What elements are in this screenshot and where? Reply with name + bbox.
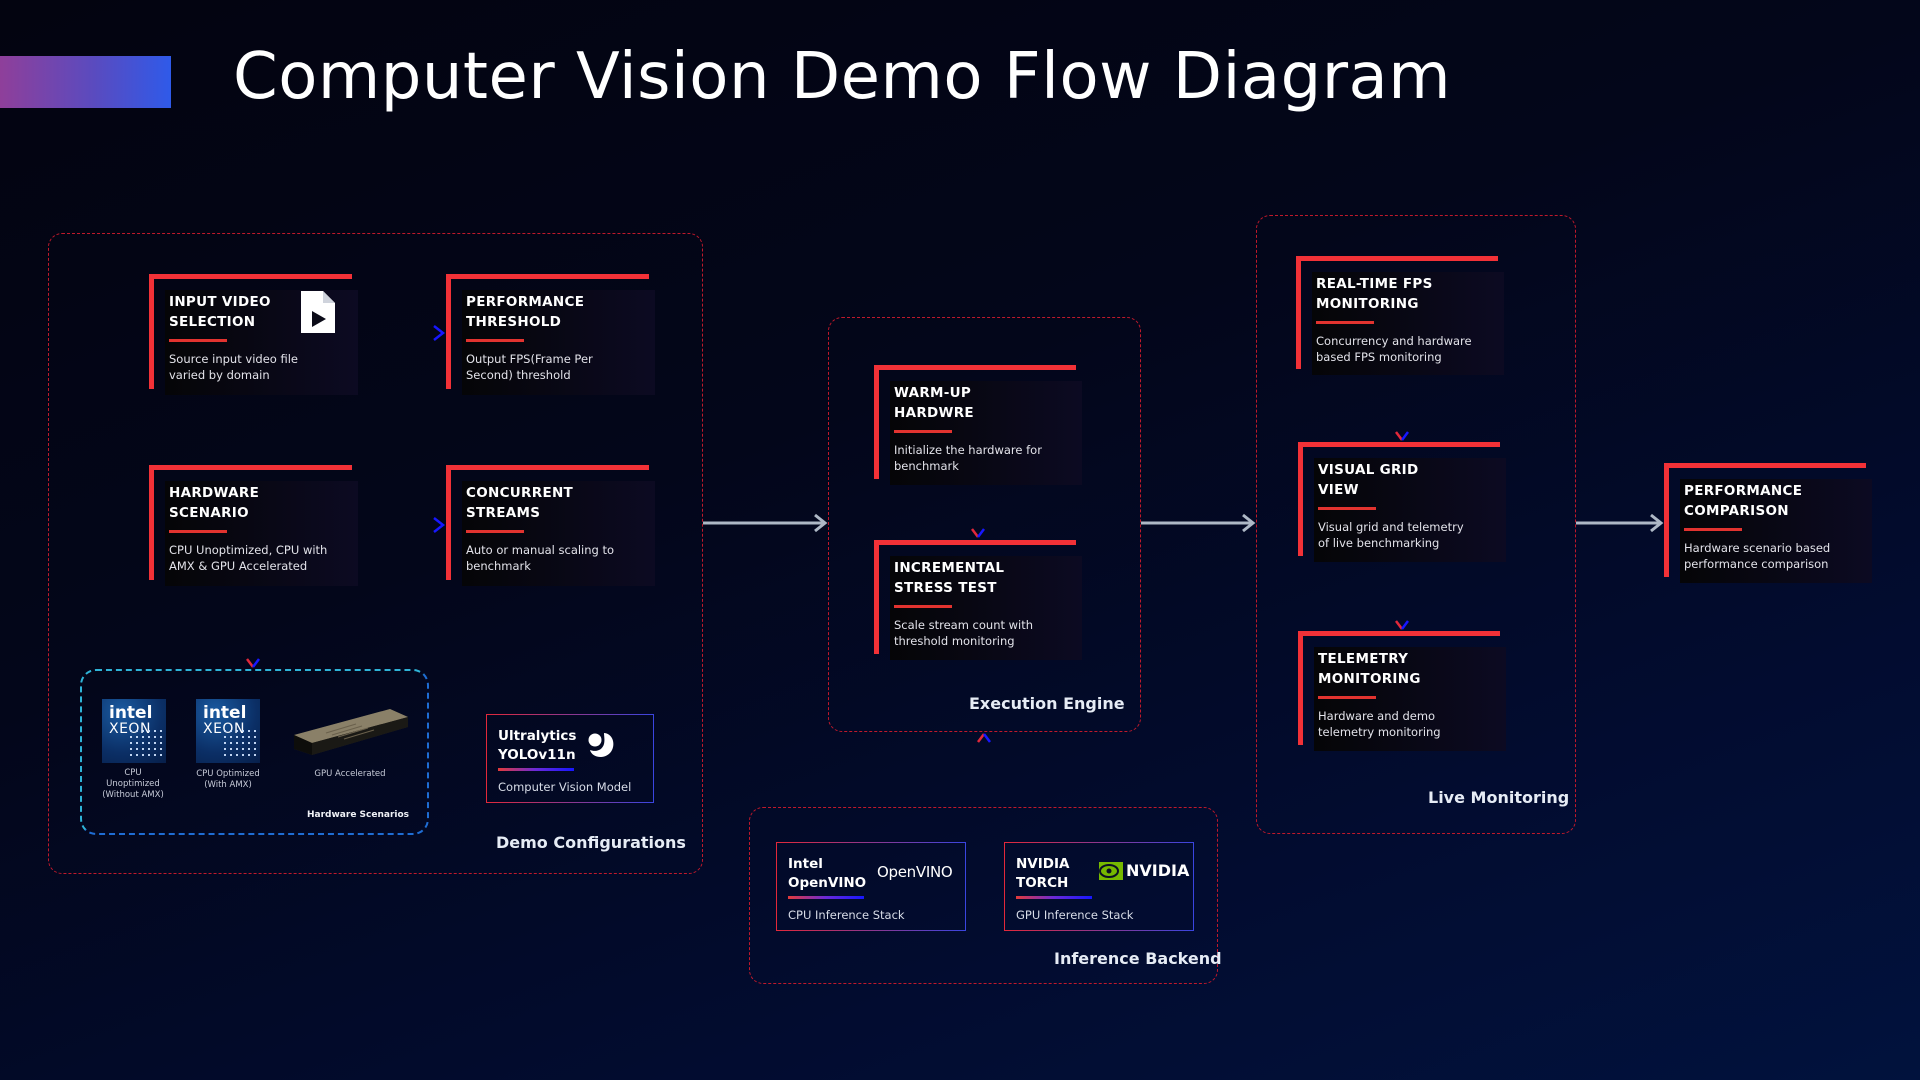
title-accent-bar [0, 56, 171, 108]
card-underline [1318, 507, 1376, 510]
card-title: INCREMENTAL STRESS TEST [894, 560, 1005, 596]
stack-box-intel-openvino[interactable]: Intel OpenVINO OpenVINO CPU Inference St… [776, 842, 966, 931]
model-box-yolo[interactable]: Ultralytics YOLOv11n Computer Vision Mod… [486, 714, 654, 803]
intel-xeon-logo-optimized: intel XEON [196, 699, 260, 763]
intel-xeon-logo-unoptimized: intel XEON [102, 699, 166, 763]
card-underline [894, 605, 952, 608]
page-title: Computer Vision Demo Flow Diagram [233, 40, 1452, 114]
group-live-monitoring [1256, 215, 1576, 834]
stack-title: Intel OpenVINO [788, 856, 867, 891]
card-underline [169, 339, 227, 342]
group-label-demo-configurations: Demo Configurations [496, 833, 686, 852]
card-description: CPU Unoptimized, CPU with AMX & GPU Acce… [169, 543, 328, 573]
card-underline [1316, 321, 1374, 324]
hardware-caption-cpu-optimized: CPU Optimized (With AMX) [196, 769, 260, 790]
stack-subtitle: CPU Inference Stack [788, 908, 905, 922]
card-description: Hardware scenario based performance comp… [1684, 541, 1831, 571]
card-title: PERFORMANCE THRESHOLD [466, 294, 585, 330]
card-incremental-stress-test[interactable]: INCREMENTAL STRESS TEST Scale stream cou… [874, 540, 1082, 660]
arrow-grid-to-telemetry [1395, 562, 1409, 630]
arrow-engine-to-monitoring [1141, 513, 1256, 533]
card-title: PERFORMANCE COMPARISON [1684, 483, 1803, 519]
card-description: Auto or manual scaling to benchmark [466, 543, 615, 573]
group-label-live-monitoring: Live Monitoring [1428, 788, 1570, 807]
card-underline [894, 430, 952, 433]
arrow-fps-to-grid [1395, 374, 1409, 441]
hardware-caption-gpu-accelerated: GPU Accelerated [314, 769, 386, 779]
group-inference-backend [749, 807, 1218, 984]
stack-subtitle: GPU Inference Stack [1016, 908, 1134, 922]
arrow-config-to-engine [703, 513, 828, 533]
gpu-card-image [294, 709, 408, 755]
model-underline [498, 768, 574, 771]
card-real-time-fps-monitoring[interactable]: REAL-TIME FPS MONITORING Concurrency and… [1296, 256, 1504, 375]
card-title: HARDWARE SCENARIO [169, 485, 260, 521]
arrow-hardware-to-streams [360, 517, 446, 533]
card-underline [1684, 528, 1742, 531]
card-title: CONCURRENT STREAMS [466, 485, 574, 521]
card-performance-comparison[interactable]: PERFORMANCE COMPARISON Hardware scenario… [1664, 463, 1872, 583]
ultralytics-logo-icon [588, 733, 614, 757]
video-file-icon [301, 291, 335, 333]
card-underline [1318, 696, 1376, 699]
card-telemetry-monitoring[interactable]: TELEMETRY MONITORING Hardware and demo t… [1298, 631, 1506, 751]
stack-underline [788, 896, 864, 899]
group-label-inference-backend: Inference Backend [1054, 949, 1222, 968]
card-hardware-scenario[interactable]: HARDWARE SCENARIO CPU Unoptimized, CPU w… [149, 465, 358, 586]
arrow-backend-to-engine [977, 733, 991, 806]
hardware-scenarios-label: Hardware Scenarios [307, 810, 410, 820]
openvino-logo: OpenVINO [877, 863, 953, 881]
group-label-execution-engine: Execution Engine [969, 694, 1125, 713]
card-title: INPUT VIDEO SELECTION [169, 294, 271, 330]
stack-title: NVIDIA TORCH [1016, 856, 1070, 891]
nvidia-eye-icon [1099, 862, 1123, 880]
card-underline [466, 339, 524, 342]
model-title: Ultralytics YOLOv11n [498, 728, 577, 763]
arrow-hardware-to-scenarios [246, 585, 260, 668]
card-warm-up-hardware[interactable]: WARM-UP HARDWRE Initialize the hardware … [874, 365, 1082, 485]
arrow-warmup-to-stress [971, 487, 985, 538]
card-performance-threshold[interactable]: PERFORMANCE THRESHOLD Output FPS(Frame P… [446, 274, 655, 395]
nvidia-logo: NVIDIA [1126, 861, 1190, 880]
arrow-monitoring-to-comparison [1576, 513, 1664, 533]
card-description: Concurrency and hardware based FPS monit… [1316, 334, 1472, 364]
card-title: VISUAL GRID VIEW [1318, 462, 1419, 498]
card-concurrent-streams[interactable]: CONCURRENT STREAMS Auto or manual scalin… [446, 465, 655, 586]
card-description: Hardware and demo telemetry monitoring [1318, 709, 1441, 739]
card-description: Source input video file varied by domain [169, 352, 298, 382]
card-title: REAL-TIME FPS MONITORING [1316, 276, 1433, 312]
card-visual-grid-view[interactable]: VISUAL GRID VIEW Visual grid and telemet… [1298, 442, 1506, 562]
card-description: Output FPS(Frame Per Second) threshold [466, 352, 593, 382]
arrow-input-to-threshold [360, 325, 446, 341]
hardware-scenarios-box: intel XEON CPU Unoptimized (Without AMX)… [80, 669, 429, 835]
card-title: WARM-UP HARDWRE [894, 385, 974, 421]
group-execution-engine [828, 317, 1141, 732]
stack-underline [1016, 896, 1092, 899]
card-input-video-selection[interactable]: INPUT VIDEO SELECTION Source input video… [149, 274, 358, 395]
card-description: Visual grid and telemetry of live benchm… [1318, 520, 1464, 550]
model-subtitle: Computer Vision Model [498, 780, 632, 794]
card-underline [466, 530, 524, 533]
card-description: Scale stream count with threshold monito… [894, 618, 1034, 648]
stack-box-nvidia-torch[interactable]: NVIDIA TORCH NVIDIA GPU Inference Stack [1004, 842, 1194, 931]
hardware-caption-cpu-unoptimized: CPU Unoptimized (Without AMX) [102, 768, 164, 800]
group-demo-configurations [48, 233, 703, 874]
card-title: TELEMETRY MONITORING [1318, 651, 1421, 687]
card-underline [169, 530, 227, 533]
card-description: Initialize the hardware for benchmark [894, 443, 1042, 473]
